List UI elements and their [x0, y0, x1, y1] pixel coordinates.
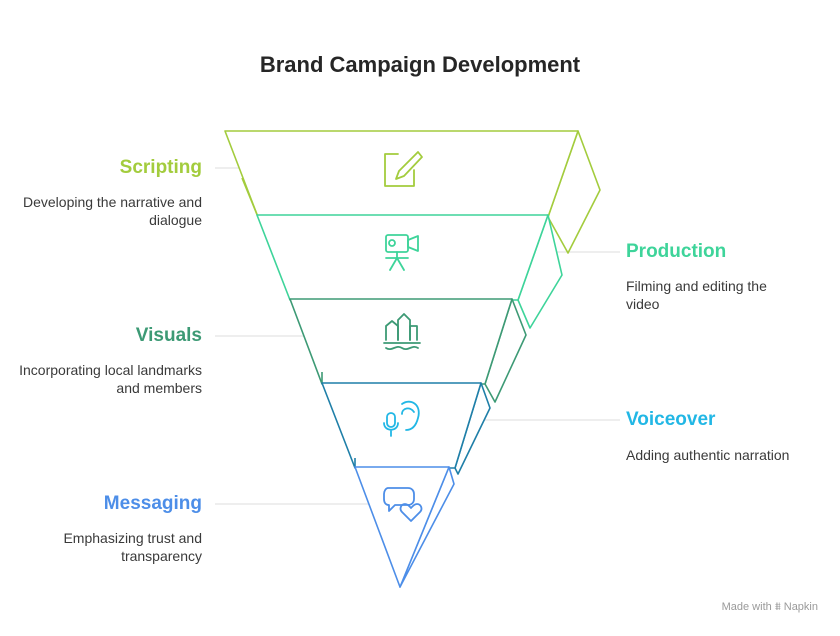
stage-description-visuals: Incorporating local landmarks and member… [19, 362, 202, 396]
stage-label-voiceover: Voiceover [626, 409, 716, 430]
landmark-city-icon [383, 313, 421, 351]
chat-heart-icon [383, 487, 423, 522]
stage-description-scripting: Developing the narrative and dialogue [22, 194, 202, 228]
pencil-note-icon [384, 151, 423, 187]
stage-description-messaging: Emphasizing trust and transparency [63, 530, 202, 564]
made-with-footer: Made with ⩩ Napkin [722, 601, 818, 614]
diagram-title: Brand Campaign Development [259, 52, 581, 77]
stage-description-production: Filming and editing the video [626, 278, 767, 312]
funnel-layer-scripting [224, 130, 601, 254]
film-camera-icon [385, 234, 419, 271]
napkin-logo-icon: ⩩ [774, 601, 781, 613]
stage-label-messaging: Messaging [103, 493, 202, 514]
microphone-person-icon [383, 400, 420, 437]
stage-label-scripting: Scripting [119, 157, 202, 178]
stage-label-production: Production [626, 241, 727, 262]
stage-description-voiceover: Adding authentic narration [626, 447, 790, 463]
stage-label-visuals: Visuals [135, 325, 202, 346]
funnel-layer-visuals [289, 298, 527, 403]
made-with-text: Made with [721, 601, 772, 613]
brand-name: Napkin [783, 601, 818, 613]
funnel-layer-messaging [354, 466, 455, 588]
funnel-layer-voiceover [321, 382, 491, 475]
